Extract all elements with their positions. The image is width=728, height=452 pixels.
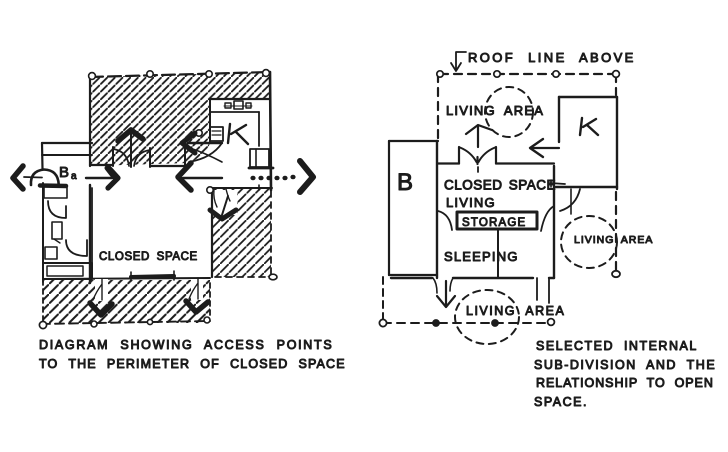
svg-text:B: B [397, 169, 413, 196]
svg-text:LIVING AREA: LIVING AREA [466, 304, 565, 318]
svg-text:TO THE PERIMETER OF CLOSED SPA: TO THE PERIMETER OF CLOSED SPACE [39, 357, 346, 371]
svg-text:STORAGE: STORAGE [462, 217, 526, 229]
svg-text:B: B [59, 164, 69, 181]
svg-text:SELECTED INTERNAL: SELECTED INTERNAL [536, 339, 698, 353]
svg-text:LIVING: LIVING [446, 195, 496, 210]
svg-text:ROOF LINE ABOVE: ROOF LINE ABOVE [468, 50, 636, 65]
svg-text:CLOSED SPACE: CLOSED SPACE [99, 251, 198, 263]
svg-text:SPACE.: SPACE. [534, 395, 588, 409]
svg-text:CLOSED SPACE: CLOSED SPACE [444, 178, 556, 193]
svg-text:RELATIONSHIP TO OPEN: RELATIONSHIP TO OPEN [536, 376, 714, 390]
svg-text:a: a [71, 171, 77, 182]
svg-text:LIVING AREA: LIVING AREA [574, 234, 653, 246]
svg-text:DIAGRAM SHOWING ACCESS POINTS: DIAGRAM SHOWING ACCESS POINTS [39, 338, 333, 352]
svg-text:LIVING AREA: LIVING AREA [446, 103, 544, 118]
svg-text:SUB-DIVISION AND THE: SUB-DIVISION AND THE [534, 358, 716, 372]
svg-text:SLEEPING: SLEEPING [444, 249, 519, 264]
